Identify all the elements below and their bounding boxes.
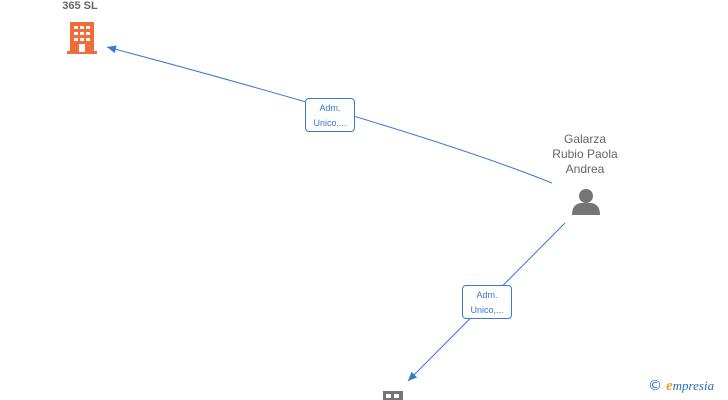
building-icon-bottom[interactable] [383,391,403,400]
edge-label-line: Unico,... [313,118,347,128]
edge-label-box[interactable]: Adm. Unico,... [305,98,355,132]
edge-label-line: Unico,... [470,305,504,315]
edge-label-box[interactable]: Adm. Unico,... [462,285,512,319]
company-name-label[interactable]: 365 SL [62,0,98,12]
building-icon[interactable] [67,22,97,54]
person-name-line-1: Galarza [563,132,607,146]
person-name-line-2: Rubio Paola [552,147,618,161]
edge-label-line: Adm. [476,290,498,300]
edge-line-person-to-company-main [106,45,553,184]
empresia-watermark[interactable]: ©empresia [648,378,714,398]
person-name-label[interactable]: Galarza Rubio Paola Andrea [540,132,630,177]
edge-label-line: Adm. [319,103,341,113]
person-name-line-3: Andrea [565,162,605,176]
brand-name-rest: mpresia [672,378,715,393]
brand-initial: e [666,378,673,394]
copyright-icon: © [648,378,662,394]
person-icon[interactable] [572,189,600,215]
